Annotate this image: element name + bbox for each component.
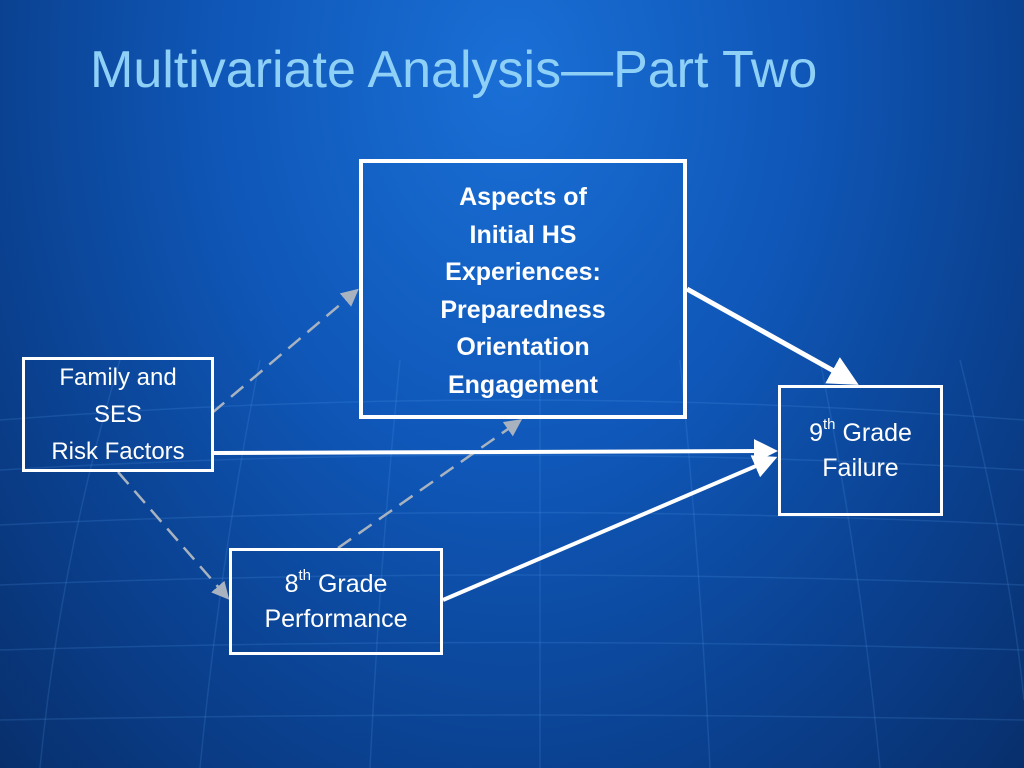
- node-text-line: Risk Factors: [51, 438, 185, 466]
- node-initial-hs-experiences: Aspects of Initial HS Experiences: Prepa…: [359, 159, 687, 419]
- arrow-family-to-ninth: [213, 439, 778, 464]
- slide-title: Multivariate Analysis—Part Two: [90, 41, 818, 99]
- node-text-line: Orientation: [456, 333, 590, 361]
- ordinal-suffix: th: [298, 566, 311, 584]
- node-text-line: Engagement: [447, 370, 599, 399]
- arrow-aspects-to-ninth: [685, 286, 859, 385]
- arrow-family-to-aspects: [211, 288, 359, 414]
- node-text-line: Aspects of: [459, 183, 587, 211]
- node-family-ses-risk: Family and SES Risk Factors: [22, 357, 214, 472]
- grade-number: 9: [809, 418, 823, 447]
- node-text-line: 8th Grade: [285, 567, 388, 602]
- node-text-line: Failure: [822, 453, 899, 482]
- arrow-family-to-eighth: [117, 471, 230, 600]
- node-text-line: Experiences:: [445, 258, 601, 286]
- node-eighth-grade-performance: 8th Grade Performance: [229, 548, 443, 655]
- node-text-line: Performance: [264, 604, 408, 633]
- grade-number: 8: [284, 569, 299, 598]
- node-text-line: 9th Grade: [809, 416, 912, 451]
- node-text-line: SES: [93, 400, 143, 428]
- node-text-line: Preparedness: [440, 295, 606, 324]
- node-text-line: Family and: [59, 363, 177, 391]
- grade-word: Grade: [842, 418, 912, 447]
- arrow-eighth-to-aspects: [337, 419, 523, 550]
- node-ninth-grade-failure: 9th Grade Failure: [778, 385, 943, 516]
- node-text-line: Initial HS: [469, 220, 577, 249]
- grade-word: Grade: [317, 569, 388, 598]
- ordinal-suffix: th: [822, 415, 836, 433]
- arrow-eighth-to-ninth: [442, 455, 778, 602]
